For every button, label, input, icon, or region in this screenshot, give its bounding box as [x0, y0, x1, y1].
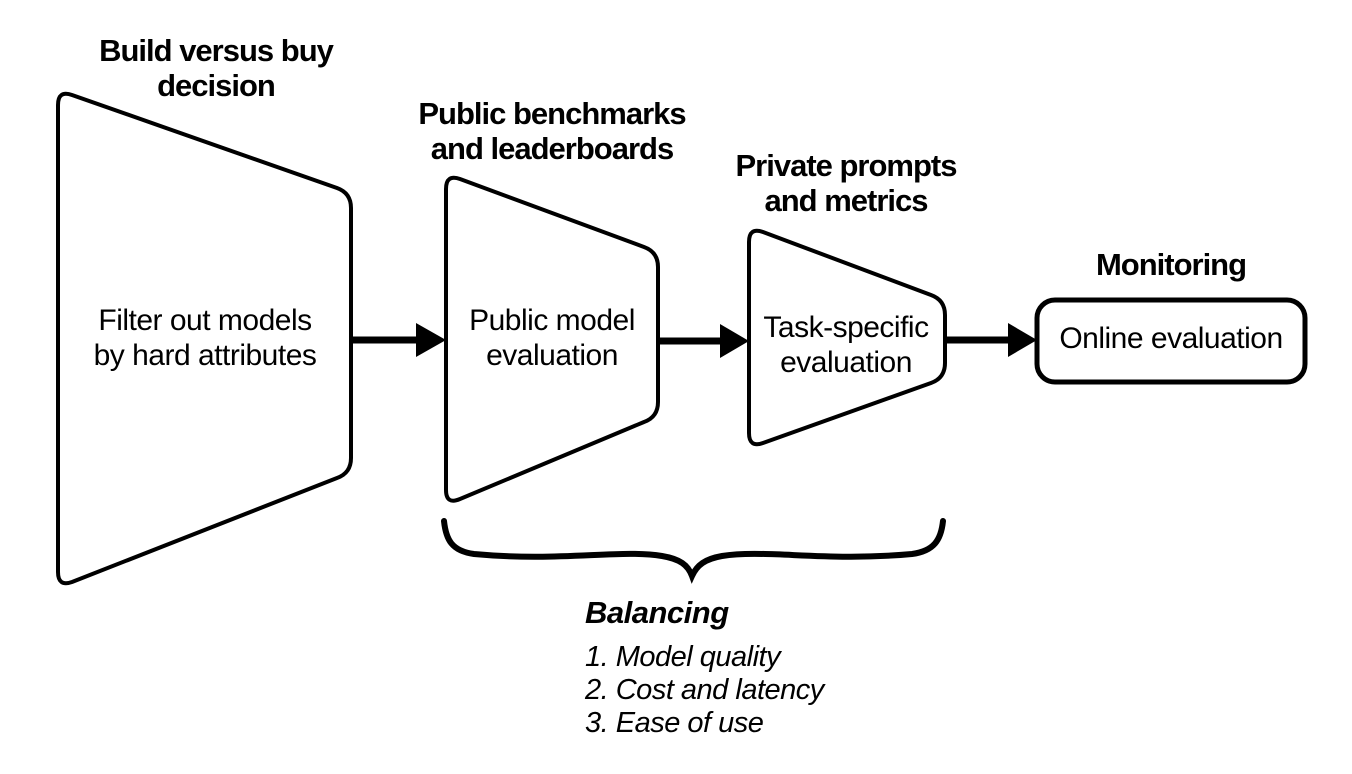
title-line: and leaderboards	[430, 131, 674, 166]
title-line: Build versus buy	[99, 33, 334, 68]
balancing-item-model-quality: 1. Model quality	[585, 641, 781, 673]
title-line: Monitoring	[1095, 247, 1247, 282]
balancing-heading: Balancing	[585, 595, 729, 630]
monitoring-box-shape	[1034, 297, 1308, 385]
stage-title-private-prompts: Private prompts and metrics	[696, 148, 996, 218]
stage-title-monitoring: Monitoring	[1046, 247, 1296, 282]
stage-title-public-benchmarks: Public benchmarks and leaderboards	[392, 96, 712, 166]
title-line: and metrics	[764, 183, 928, 218]
label-line: Task-specific	[763, 311, 929, 344]
label-line: evaluation	[486, 339, 618, 372]
funnel-public-benchmarks-shape	[444, 175, 660, 503]
balancing-item-cost-latency: 2. Cost and latency	[585, 674, 824, 706]
title-line: Private prompts	[735, 148, 957, 183]
balancing-list: 1. Model quality 2. Cost and latency 3. …	[585, 641, 824, 740]
label-line: by hard attributes	[93, 339, 317, 372]
funnel-private-prompts-shape	[747, 228, 947, 447]
label-line: Online evaluation	[1059, 322, 1283, 355]
label-line: Filter out models	[98, 304, 312, 337]
funnel-build-vs-buy-shape	[56, 91, 353, 586]
stage-label-task-specific-eval: Task-specific evaluation	[736, 310, 956, 380]
flow-arrow-1	[352, 323, 446, 357]
label-line: evaluation	[780, 346, 912, 379]
curly-brace	[441, 518, 946, 584]
flow-arrow-3	[946, 323, 1037, 357]
stage-label-filter-models: Filter out models by hard attributes	[75, 303, 335, 373]
stage-title-build-vs-buy: Build versus buy decision	[46, 33, 386, 103]
label-line: Public model	[469, 304, 635, 337]
flow-arrow-2	[659, 324, 749, 358]
stage-label-online-evaluation: Online evaluation	[1041, 321, 1301, 356]
title-line: Public benchmarks	[418, 96, 686, 131]
title-line: decision	[157, 68, 276, 103]
stage-label-public-model-eval: Public model evaluation	[442, 303, 662, 373]
balancing-item-ease-of-use: 3. Ease of use	[585, 707, 764, 739]
